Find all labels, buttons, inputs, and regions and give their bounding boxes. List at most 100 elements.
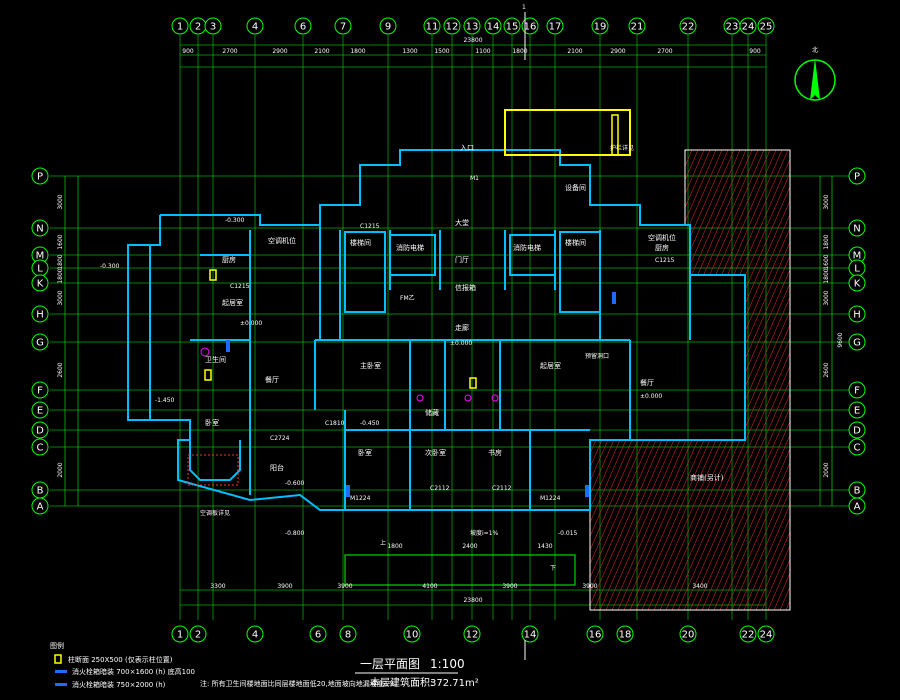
hatch-line [701, 150, 790, 610]
hatch-line [713, 150, 790, 610]
dimension-value: 2000 [823, 462, 830, 477]
axis-bubble [463, 17, 481, 35]
area-value: 372.71m² [430, 678, 479, 689]
axis-label: D [36, 426, 44, 437]
left-balcony [127, 244, 151, 421]
bay-window [189, 440, 241, 481]
axis-label: 2 [195, 22, 201, 33]
dimension-value: 1600 [57, 234, 64, 249]
axis-label: 6 [300, 22, 306, 33]
axis-bubble [246, 625, 264, 643]
axis-label: G [36, 338, 44, 349]
entrance-canopy [504, 109, 631, 156]
axis-bubble [848, 167, 866, 185]
hatch-line [671, 150, 790, 610]
fire-hydrant-box [612, 292, 616, 304]
axis-label: P [854, 172, 860, 183]
axis-label: B [854, 486, 861, 497]
axis-bubble [679, 17, 697, 35]
axis-bubble [484, 17, 502, 35]
axis-bubble [616, 625, 634, 643]
door-tag: M1224 [350, 495, 371, 502]
elevator-shaft-left [389, 234, 436, 276]
axis-label: 13 [466, 22, 479, 33]
pipe-note: 预留洞口 [585, 352, 609, 360]
hatch-line [647, 150, 790, 610]
legend-item: 消火栓箱暗装 700×1600 (h) 底高100 [72, 667, 195, 676]
dimension-value: 4100 [422, 583, 437, 590]
axis-bubble [628, 17, 646, 35]
axis-label: 3 [210, 22, 216, 33]
axis-bubble [848, 274, 866, 292]
axis-label: 6 [315, 630, 321, 641]
guard-note: 护栏详见 [610, 144, 634, 152]
column [204, 369, 212, 381]
room-lobby: 大堂 [455, 218, 469, 227]
axis-label: E [37, 406, 43, 417]
axis-label: N [853, 224, 860, 235]
hatch-line [653, 150, 790, 610]
toilet-fixture [416, 394, 424, 402]
legend-title: 图例 [50, 641, 64, 650]
bottom-canopy [344, 554, 576, 586]
axis-label: K [854, 279, 861, 290]
dimension-value: 2100 [567, 48, 582, 55]
axis-bubble [848, 333, 866, 351]
dimension-value: 3300 [210, 583, 225, 590]
axis-bubble [521, 17, 539, 35]
door-tag: C1810 [325, 420, 345, 427]
axis-bubble [189, 625, 207, 643]
north-label: 北 [812, 46, 818, 54]
door-tag: FM乙 [400, 295, 415, 302]
door-tag: M1 [470, 175, 479, 182]
dimension-value: 9600 [837, 332, 844, 347]
dimension-value: 1500 [434, 48, 449, 55]
slope-note: 坡度i=1% [470, 529, 499, 537]
hatch-line [749, 150, 790, 610]
elevation-label: ±0.000 [450, 340, 472, 347]
axis-label: 20 [682, 630, 695, 641]
elevation-label: -0.300 [225, 217, 245, 224]
dimension-value: 23800 [463, 597, 482, 604]
dimension-value: 3900 [502, 583, 517, 590]
column [209, 269, 217, 281]
axis-bubble [848, 381, 866, 399]
door-tag: C1215 [655, 257, 675, 264]
axis-bubble [463, 625, 481, 643]
room-entrance: 入口 [460, 144, 474, 152]
room-labels: 起居室 厨房 卫生间 卧室 餐厅 主卧室 消防电梯 消防电梯 大堂 门厅 走廊 … [205, 144, 724, 482]
door-tag: C2724 [270, 435, 290, 442]
hatch-line [683, 150, 790, 610]
axis-bubble [31, 219, 49, 237]
hatch-line [689, 150, 790, 610]
dimension-value: 2100 [314, 48, 329, 55]
hatch-line [695, 150, 790, 610]
stair-right [559, 231, 601, 313]
room-kitchen-right: 厨房 [655, 243, 669, 252]
walls [127, 109, 746, 586]
axis-label: 22 [742, 630, 755, 641]
axis-bubble [31, 421, 49, 439]
dimension-value: 3900 [582, 583, 597, 590]
column [611, 114, 619, 156]
ac-note: 空调板详见 [200, 509, 230, 517]
axis-label: 2 [195, 630, 201, 641]
dimension-value: 3400 [692, 583, 707, 590]
axis-bubble [379, 17, 397, 35]
dimension-value: 2400 [462, 543, 477, 550]
axis-label: 15 [506, 22, 519, 33]
axis-bubble [31, 333, 49, 351]
axis-bubble [521, 625, 539, 643]
stair-direction: 下 [550, 565, 556, 572]
bay-window-hatch [187, 454, 239, 486]
axis-bubble [339, 625, 357, 643]
dimension-value: 1430 [537, 543, 552, 550]
axis-bubble [848, 401, 866, 419]
dimension-value: 1800 [823, 268, 830, 283]
axis-label: L [37, 264, 43, 275]
axis-label: 8 [345, 630, 351, 641]
room-balcony: 阳台 [270, 463, 284, 472]
axis-label: 21 [631, 22, 644, 33]
